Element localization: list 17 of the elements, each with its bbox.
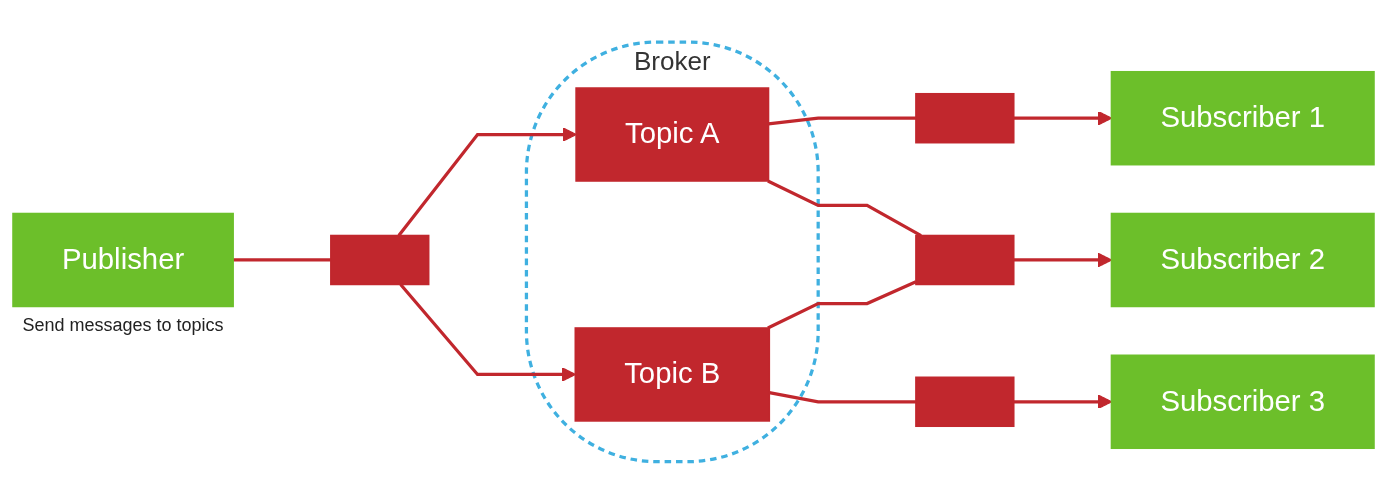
node-box <box>330 234 430 286</box>
node-box: Publisher <box>12 212 234 308</box>
node-box <box>915 234 1015 286</box>
arrow <box>397 127 577 237</box>
node-box: Subscriber 2 <box>1110 212 1375 308</box>
node-box: Topic B <box>574 327 771 422</box>
node-box <box>915 93 1015 144</box>
arrow <box>399 283 576 382</box>
connector <box>233 258 331 262</box>
connector <box>768 116 916 126</box>
node-box: Topic A <box>575 87 770 182</box>
connector <box>769 391 916 404</box>
node-box <box>915 376 1015 428</box>
node-caption: Send messages to topics <box>21 314 225 336</box>
node-box: Subscriber 3 <box>1110 354 1375 450</box>
node-box: Subscriber 1 <box>1110 71 1375 166</box>
connector <box>767 280 917 330</box>
